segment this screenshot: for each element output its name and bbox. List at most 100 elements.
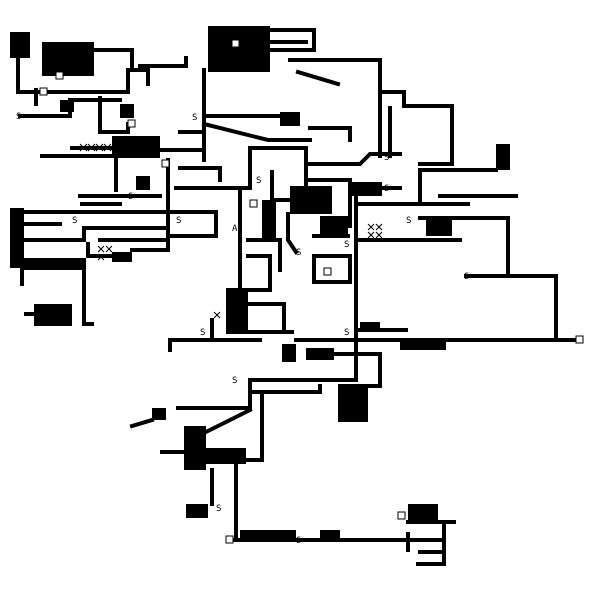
marker-s-10: S <box>406 216 411 226</box>
corridor <box>444 274 558 342</box>
marker-s-8: S <box>384 153 389 163</box>
corridor <box>286 212 299 255</box>
corridor <box>22 226 170 242</box>
room <box>280 112 300 126</box>
corridor <box>308 178 352 228</box>
terminal-icon <box>249 199 258 208</box>
corridor <box>304 152 402 166</box>
corridor <box>178 166 222 182</box>
room <box>240 530 296 542</box>
corridor <box>246 238 282 272</box>
hazard-icon <box>79 143 112 152</box>
terminal-icon <box>397 511 406 520</box>
corridor <box>416 520 446 566</box>
corridor <box>248 194 358 382</box>
marker-s-5: S <box>72 216 77 226</box>
terminal-icon <box>127 119 136 128</box>
room <box>24 258 86 270</box>
corridors <box>16 28 582 566</box>
corridor <box>166 210 218 238</box>
room <box>34 304 72 326</box>
terminal-icon <box>323 267 332 276</box>
room <box>496 144 510 170</box>
marker-layer: S S S S S S S S S S S S S S S S S S A <box>16 40 469 546</box>
marker-s-14: S <box>200 328 205 338</box>
marker-s-4: S <box>128 192 133 202</box>
corridor <box>18 98 122 118</box>
corridor <box>332 352 382 388</box>
corridor <box>308 126 352 142</box>
corridor <box>98 96 130 134</box>
terminals <box>39 39 584 544</box>
corridor <box>92 48 134 68</box>
marker-a-1: A <box>232 224 238 234</box>
room <box>360 322 380 332</box>
corridor <box>203 407 253 435</box>
terminal-icon <box>575 335 584 344</box>
room <box>426 218 452 236</box>
corridor <box>270 170 298 202</box>
corridor <box>244 390 264 462</box>
corridor <box>138 56 188 68</box>
marker-s-15: S <box>344 328 349 338</box>
corridor <box>288 58 382 158</box>
room <box>408 504 438 522</box>
corridor <box>268 28 316 52</box>
room <box>120 104 134 118</box>
marker-s-9: S <box>384 184 389 194</box>
corridor <box>86 242 114 258</box>
terminal-icon <box>161 159 170 168</box>
marker-s-7: S <box>256 176 261 186</box>
corridor <box>246 254 272 292</box>
terminal-icon <box>39 87 48 96</box>
marker-s-12: S <box>296 248 301 258</box>
corridor <box>246 302 286 332</box>
room <box>350 182 382 196</box>
room <box>10 208 24 268</box>
hazard-icon <box>97 245 113 261</box>
marker-s-6: S <box>176 216 181 226</box>
room <box>186 504 208 518</box>
room <box>112 252 132 262</box>
marker-s-1: S <box>238 40 243 50</box>
room <box>262 200 276 240</box>
corridor <box>418 216 510 278</box>
marker-s-17: S <box>216 504 221 514</box>
marker-s-16: S <box>232 376 237 386</box>
corridor <box>129 417 155 429</box>
room <box>136 176 150 190</box>
room <box>206 448 246 464</box>
corridor <box>378 90 454 166</box>
corridor <box>82 268 94 326</box>
corridor <box>16 56 150 94</box>
room <box>400 338 446 350</box>
corridor <box>201 121 312 142</box>
hazard-icon <box>367 223 383 239</box>
terminal-icon <box>225 535 234 544</box>
corridor <box>248 146 308 188</box>
corridor <box>312 254 352 284</box>
room <box>10 32 30 58</box>
corridor <box>238 186 294 334</box>
room <box>320 530 340 542</box>
rooms <box>10 26 510 542</box>
marker-s-3: S <box>192 113 197 123</box>
corridor <box>295 69 341 87</box>
room <box>42 42 94 76</box>
terminal-icon <box>55 71 64 80</box>
marker-s-2: S <box>16 112 21 122</box>
room <box>320 216 348 238</box>
corridor <box>130 226 170 252</box>
room <box>282 344 296 362</box>
room <box>226 288 248 334</box>
marker-s-11: S <box>344 240 349 250</box>
room <box>208 26 270 72</box>
room <box>112 136 160 158</box>
marker-s-18: S <box>296 536 301 546</box>
hazard-markers <box>79 143 383 319</box>
room <box>184 426 206 470</box>
hazard-icon <box>213 311 221 319</box>
